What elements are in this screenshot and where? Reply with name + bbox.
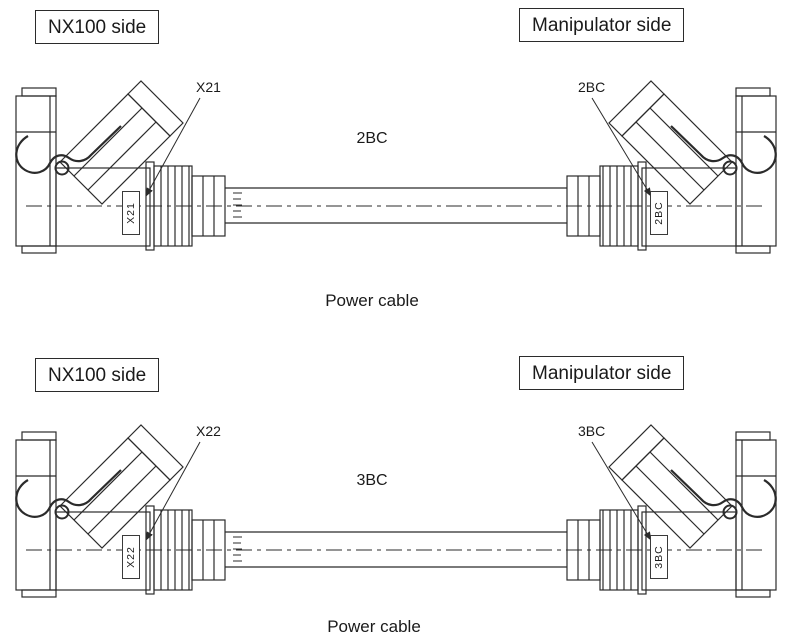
- cable-marking: [233, 536, 242, 562]
- connector-ref-right: 3BC: [578, 423, 606, 439]
- connector-right: [565, 79, 778, 255]
- manipulator-side-box: Manipulator side: [519, 8, 685, 42]
- section1-art: [14, 79, 778, 255]
- section2-art: [14, 423, 778, 599]
- connector-plate-right: 3BC: [650, 535, 668, 579]
- connector-left: [14, 79, 227, 255]
- nx100-side-box: NX100 side: [35, 358, 160, 392]
- connector-plate-left: X21: [122, 191, 140, 235]
- section-caption: Power cable: [325, 291, 419, 310]
- manipulator-side-box: Manipulator side: [519, 356, 685, 390]
- connector-ref-left: X21: [196, 79, 221, 95]
- cable-name: 3BC: [356, 472, 388, 489]
- cable-name: 2BC: [356, 130, 388, 147]
- connector-ref-right: 2BC: [578, 79, 606, 95]
- connector-left: [14, 423, 227, 599]
- section-caption: Power cable: [327, 617, 421, 636]
- connector-ref-left: X22: [196, 423, 221, 439]
- cable-marking: [233, 192, 242, 218]
- connector-plate-left: X22: [122, 535, 140, 579]
- connector-right: [565, 423, 778, 599]
- connector-plate-right: 2BC: [650, 191, 668, 235]
- nx100-side-box: NX100 side: [35, 10, 160, 44]
